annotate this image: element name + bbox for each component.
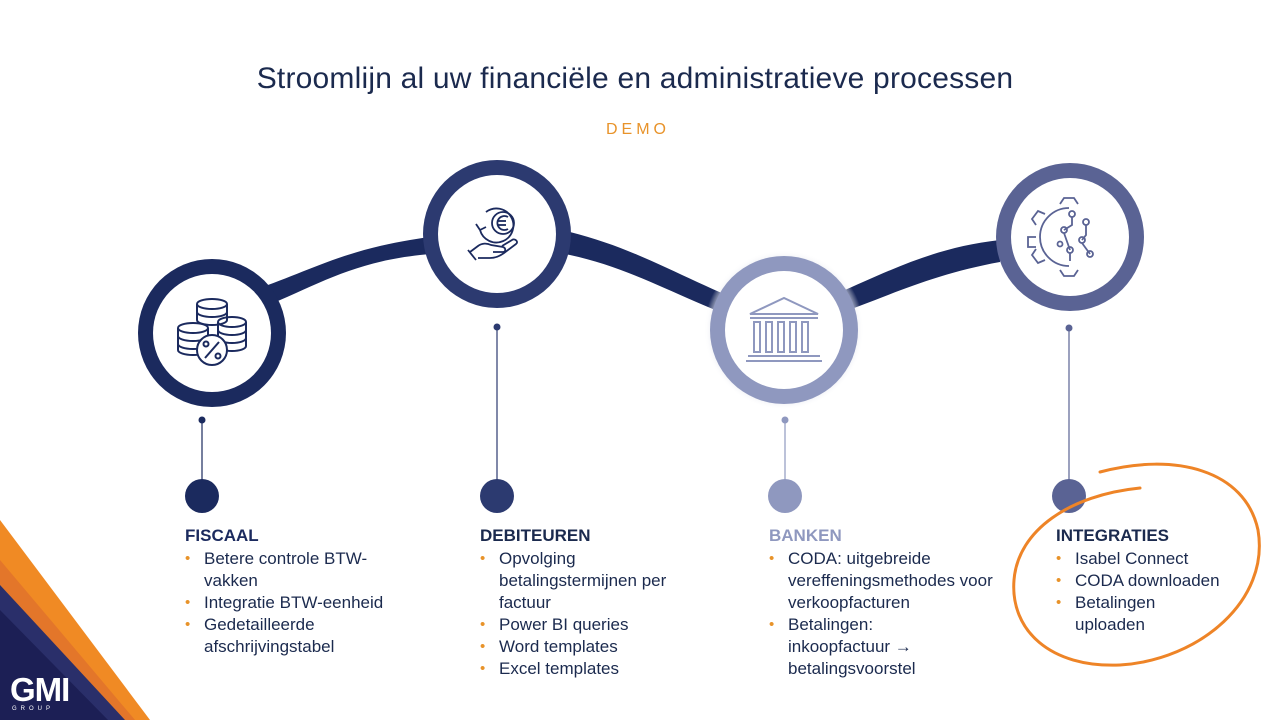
- list-item: CODA: uitgebreide vereffeningsmethodes v…: [769, 548, 998, 614]
- coins-percent-icon: [177, 298, 247, 366]
- section-heading: FISCAAL: [185, 526, 259, 545]
- section-fiscaal: FISCAAL Betere controle BTW-vakken Integ…: [185, 525, 425, 658]
- list-item: CODA downloaden: [1056, 570, 1256, 592]
- circle-integraties: [996, 163, 1144, 311]
- section-banken: BANKEN CODA: uitgebreide vereffeningsmet…: [769, 525, 1009, 680]
- list-item: Integratie BTW-eenheid: [185, 592, 425, 614]
- list-item: Word templates: [480, 636, 720, 658]
- wave-connector: [200, 227, 1000, 330]
- circle-fiscaal: [138, 259, 286, 407]
- list-item: Isabel Connect: [1056, 548, 1256, 570]
- section-heading: INTEGRATIES: [1056, 526, 1170, 545]
- list-item: Excel templates: [480, 658, 720, 680]
- connector-fiscaal: [185, 416, 219, 513]
- section-heading: DEBITEUREN: [480, 526, 591, 545]
- highlight-circle: [1012, 462, 1261, 667]
- page-subtitle: DEMO: [606, 121, 670, 138]
- list-item: Betere controle BTW-vakken: [185, 548, 404, 592]
- list-item: Gedetailleerde afschrijvingstabel: [185, 614, 374, 658]
- gear-circuit-icon: [1027, 197, 1094, 277]
- list-item: Betalingen uploaden: [1056, 592, 1185, 636]
- page-title: Stroomlijn al uw financiële en administr…: [256, 62, 1014, 95]
- list-item: Power BI queries: [480, 614, 720, 636]
- hand-euro-icon: [467, 207, 518, 261]
- connector-debiteuren: [480, 323, 514, 513]
- list-item: Opvolging betalingstermijnen per factuur: [480, 548, 699, 614]
- bank-icon: [746, 296, 822, 362]
- section-heading: BANKEN: [769, 526, 842, 545]
- section-debiteuren: DEBITEUREN Opvolging betalingstermijnen …: [480, 525, 720, 680]
- section-integraties: INTEGRATIES Isabel Connect CODA download…: [1056, 525, 1256, 636]
- connector-banken: [768, 416, 802, 513]
- list-item: Betalingen: inkoopfactuur → betalingsvoo…: [769, 614, 963, 680]
- company-logo-sub: GROUP: [12, 706, 55, 712]
- corner-decoration: [0, 520, 150, 720]
- connector-integraties: [1052, 324, 1086, 513]
- circle-debiteuren: [423, 160, 571, 308]
- company-logo: GMI: [10, 671, 70, 708]
